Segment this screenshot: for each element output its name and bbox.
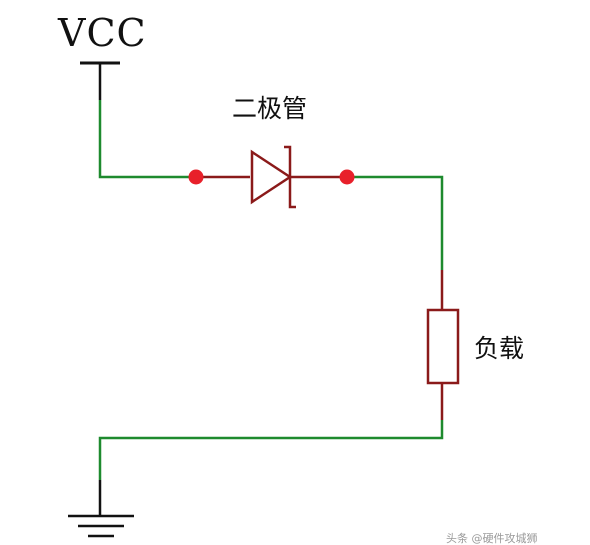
junction-right [339, 169, 355, 185]
load-label: 负载 [474, 334, 525, 363]
diode-symbol [250, 149, 293, 205]
load-resistor [426, 308, 460, 385]
diode-cathode-bar [284, 145, 296, 209]
watermark: 头条 @硬件攻城狮 [446, 532, 538, 545]
diode-label: 二极管 [232, 94, 308, 123]
wire-load-to-ground [98, 420, 444, 480]
junction-left [188, 169, 204, 185]
wire-vcc-to-diode [98, 100, 195, 179]
wire-diode-to-load [347, 175, 444, 270]
vcc-label: VCC [58, 11, 147, 55]
